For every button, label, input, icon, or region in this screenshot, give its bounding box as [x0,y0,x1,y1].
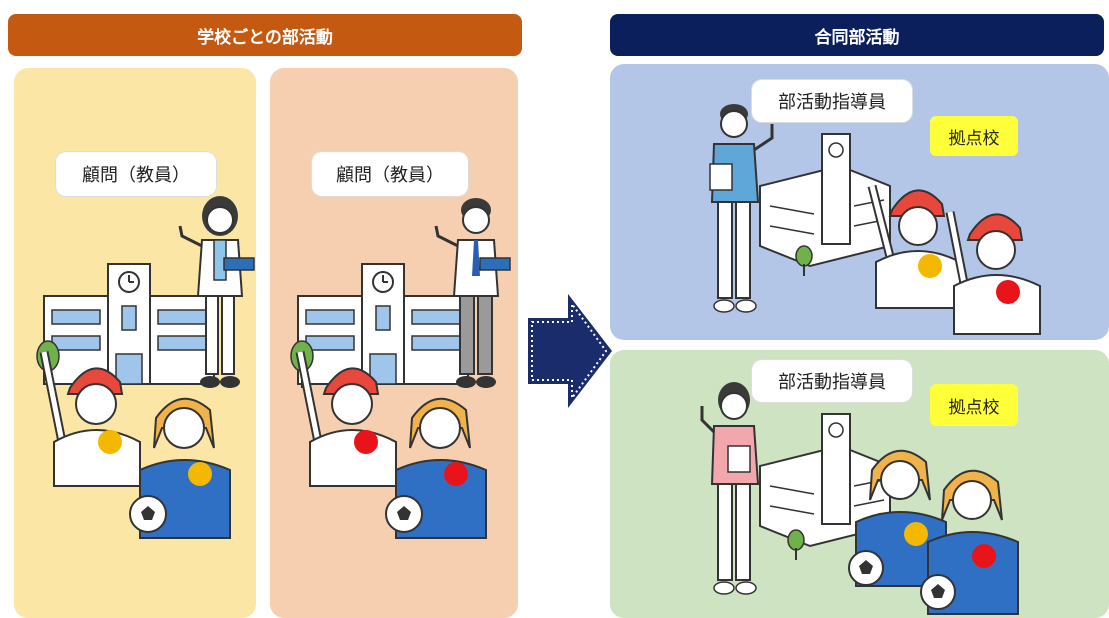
baseball-player-icon [295,351,397,487]
soccer-player-icon [129,397,231,539]
speech-bubble-label: 部活動指導員 [778,92,886,113]
right-section-header: 合同部活動 [610,14,1104,56]
school-building-icon [297,263,469,385]
left-section-header-label: 学校ごとの部活動 [197,27,333,48]
transition-arrow-icon [528,294,612,408]
speech-bubble-advisor-a: 顧問（教員） [56,152,216,196]
base-school-tag-top: 拠点校 [930,116,1018,156]
tree-icon [787,529,805,560]
tree-icon [795,245,813,276]
speech-bubble-label: 部活動指導員 [778,372,886,393]
speech-bubble-coach-bottom: 部活動指導員 [752,360,912,402]
base-school-tag-bottom: 拠点校 [930,384,1018,426]
soccer-player-icon [920,469,1019,615]
right-section-header-label: 合同部活動 [814,27,900,48]
baseball-player-icon [39,351,141,487]
speech-bubble-coach-top: 部活動指導員 [752,80,912,122]
left-section-header: 学校ごとの部活動 [8,14,522,56]
base-school-tag-label: 拠点校 [948,397,1000,418]
baseball-player-icon [945,211,1041,335]
soccer-player-icon [385,397,487,539]
coach-icon [700,382,760,595]
speech-bubble-advisor-b: 顧問（教員） [312,152,468,196]
speech-bubble-label: 顧問（教員） [82,165,190,186]
speech-bubble-label: 顧問（教員） [336,165,444,186]
teacher-icon [178,196,255,388]
teacher-icon [434,198,511,388]
coach-icon [709,104,774,313]
base-school-tag-label: 拠点校 [948,128,1000,149]
school-building-icon [43,263,215,385]
